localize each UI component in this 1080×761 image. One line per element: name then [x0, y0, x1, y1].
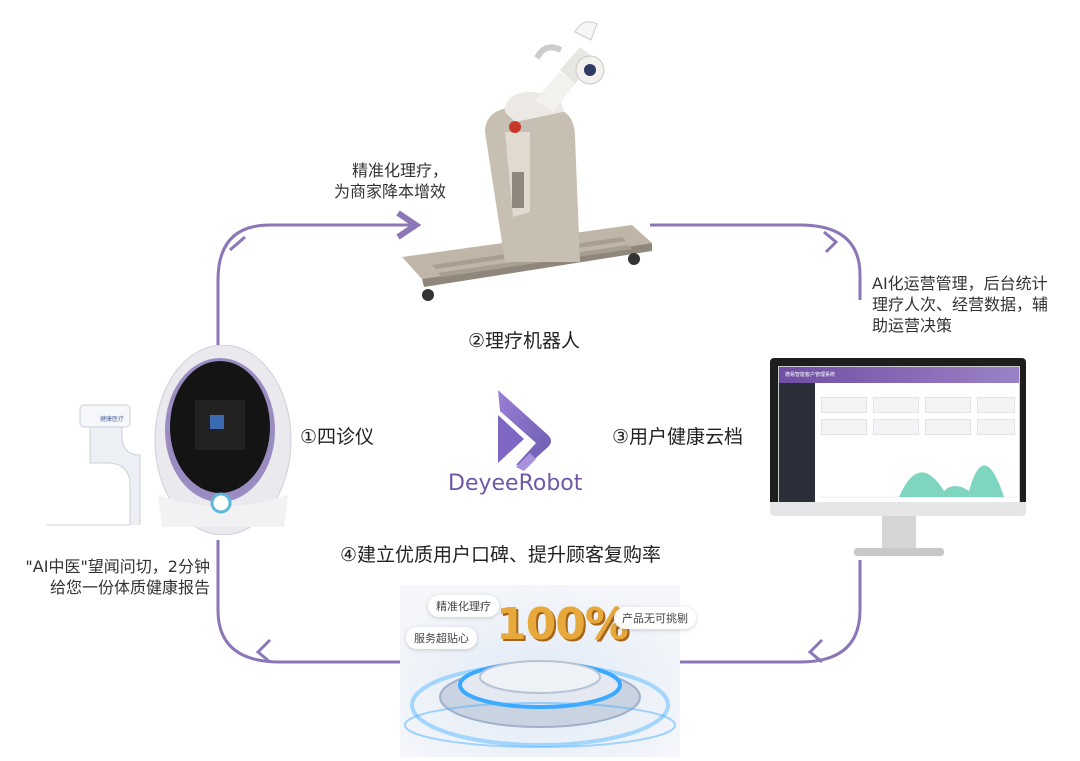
robot-arm-icon — [485, 21, 605, 262]
brand-name: DeyeeRobot — [448, 471, 583, 496]
monitor-screen: 德易智能客户管理系统 — [778, 366, 1020, 504]
monitor-note: AI化运营管理，后台统计 理疗人次、经营数据，辅 助运营决策 — [872, 273, 1048, 336]
chip-precise-therapy: 精准化理疗 — [428, 595, 499, 617]
percent-value: 100% — [496, 599, 629, 650]
ring-platform-icon — [400, 585, 680, 757]
robot-note-line2: 为商家降本增效 — [334, 182, 447, 201]
monitor-note-line2: 理疗人次、经营数据，辅 — [872, 295, 1049, 314]
monitor-step-label: ③用户健康云档 — [612, 426, 744, 448]
chip-service: 服务超贴心 — [406, 627, 477, 649]
arrow-start — [229, 235, 246, 252]
monitor-note-line1: AI化运营管理，后台统计 — [872, 274, 1048, 293]
analyzer-step-label: ①四诊仪 — [300, 426, 375, 448]
analyzer-note: "AI中医"望闻问切，2分钟 给您一份体质健康报告 — [0, 556, 210, 598]
robot-step-label: ②理疗机器人 — [468, 330, 581, 352]
screen-sidebar — [779, 383, 815, 503]
robot-note: 精准化理疗， 为商家降本增效 — [334, 160, 448, 202]
analyzer-note-line2: 给您一份体质健康报告 — [49, 578, 210, 597]
badge-step-label: ④建立优质用户口碑、提升顾客复购率 — [340, 544, 662, 566]
arrow-analyzer-to-robot — [216, 210, 422, 345]
brand-logo: DeyeeRobot — [438, 385, 608, 505]
screen-title: 德易智能客户管理系统 — [779, 367, 1019, 383]
analyzer-icon: 健康医疗 — [46, 344, 292, 536]
arrow-monitor-to-badge — [680, 560, 862, 664]
analyzer-note-line1: "AI中医"望闻问切，2分钟 — [25, 557, 210, 576]
chip-product-quality: 产品无可挑剔 — [614, 607, 696, 629]
deyee-logo-icon — [498, 390, 551, 471]
health-cloud-monitor: 德易智能客户管理系统 — [770, 358, 1026, 568]
arrow-badge-to-analyzer — [216, 540, 405, 664]
screen-chart — [819, 465, 1015, 498]
satisfaction-badge: 100% 精准化理疗 产品无可挑剔 服务超贴心 — [400, 585, 696, 757]
robot-note-line1: 精准化理疗， — [352, 161, 449, 180]
monitor-note-line3: 助运营决策 — [872, 316, 953, 335]
four-diagnosis-device: 健康医疗 — [40, 344, 300, 536]
device-brand-text: 健康医疗 — [100, 415, 124, 423]
arrow-robot-to-monitor — [650, 223, 862, 300]
